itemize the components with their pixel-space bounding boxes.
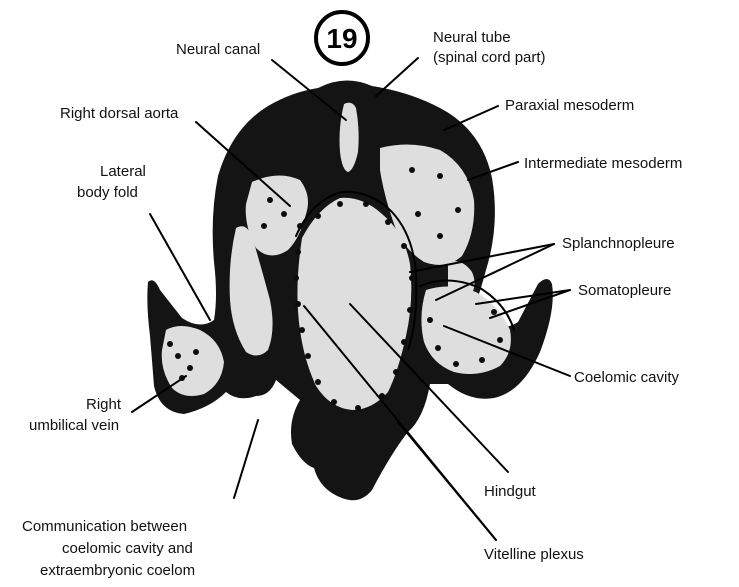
label-right-dorsal-aorta: Right dorsal aorta bbox=[60, 105, 179, 122]
figure-number: 19 bbox=[326, 23, 357, 54]
label-right-umbilical-vein-line1: Right bbox=[86, 396, 122, 413]
label-intermediate-mesoderm: Intermediate mesoderm bbox=[524, 155, 682, 172]
label-splanchnopleure: Splanchnopleure bbox=[562, 235, 675, 252]
label-paraxial-mesoderm: Paraxial mesoderm bbox=[505, 97, 634, 114]
label-somatopleure: Somatopleure bbox=[578, 282, 671, 299]
label-right-umbilical-vein-line2: umbilical vein bbox=[29, 417, 119, 434]
leader-vitelline-plexus-2 bbox=[398, 422, 496, 540]
figure-number-badge: 19 bbox=[316, 12, 368, 64]
embryo-section-illustration bbox=[147, 80, 552, 500]
label-neural-tube-line2: (spinal cord part) bbox=[433, 49, 546, 66]
leader-somatopleure-1 bbox=[476, 290, 570, 304]
label-communication-line3: extraembryonic coelom bbox=[40, 562, 195, 579]
label-communication-line1: Communication between bbox=[22, 518, 187, 535]
label-hindgut: Hindgut bbox=[484, 483, 537, 500]
label-neural-canal: Neural canal bbox=[176, 41, 260, 58]
label-lateral-body-fold-line1: Lateral bbox=[100, 163, 146, 180]
label-vitelline-plexus: Vitelline plexus bbox=[484, 546, 584, 563]
label-coelomic-cavity: Coelomic cavity bbox=[574, 369, 680, 386]
leader-neural-tube bbox=[376, 58, 418, 96]
label-communication-line2: coelomic cavity and bbox=[62, 540, 193, 557]
label-neural-tube-line1: Neural tube bbox=[433, 29, 511, 46]
leader-communication bbox=[234, 420, 258, 498]
label-lateral-body-fold-line2: body fold bbox=[77, 184, 138, 201]
